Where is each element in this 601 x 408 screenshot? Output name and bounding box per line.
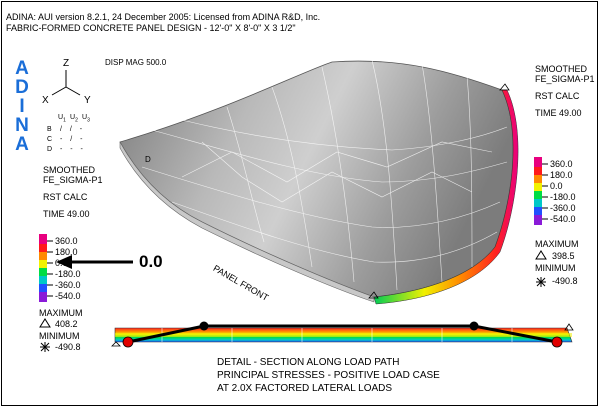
- right-maximum-value: 398.5: [552, 251, 575, 261]
- left-scale-label: 0.0: [55, 258, 68, 268]
- load-point: [469, 321, 479, 331]
- left-max-min-markers: [39, 318, 51, 352]
- load-point: [199, 321, 209, 331]
- model-max-marker: [368, 291, 379, 299]
- left-minimum-value: -490.8: [55, 342, 81, 352]
- right-maximum-label: MAXIMUM: [535, 239, 579, 249]
- left-scale-label: 180.0: [55, 247, 78, 257]
- right-scale-label: -180.0: [550, 192, 576, 202]
- bc-row-label: C: [47, 136, 53, 143]
- support-point: [551, 336, 563, 348]
- right-scale-label: 0.0: [550, 181, 563, 191]
- right-bar-ticks: [542, 163, 548, 220]
- axis-x-label: X: [42, 95, 49, 106]
- right-scale-label: 180.0: [550, 170, 573, 180]
- right-legend-title-1: SMOOTHED: [535, 64, 588, 74]
- right-legend-title-2: FE_SIGMA-P1: [535, 74, 595, 84]
- bc-row-marks: - / -: [60, 136, 86, 143]
- right-scale-label: -540.0: [550, 214, 576, 224]
- right-scale-label: -360.0: [550, 203, 576, 213]
- header-line-2: FABRIC-FORMED CONCRETE PANEL DESIGN - 12…: [6, 23, 296, 33]
- left-legend-title-2: FE_SIGMA-P1: [43, 175, 103, 185]
- left-maximum-value: 408.2: [55, 319, 78, 329]
- logo-letter: I: [19, 96, 25, 117]
- disp-mag-label: DISP MAG 500.0: [105, 58, 167, 67]
- right-max-min-markers: [535, 250, 547, 287]
- right-legend-calc: RST CALC: [535, 91, 580, 101]
- zero-arrow: [56, 255, 133, 269]
- bc-header-u1: U1: [58, 114, 66, 124]
- bc-row-marks: / / -: [60, 126, 86, 133]
- right-color-bar: [534, 157, 542, 225]
- logo-letter: N: [15, 115, 29, 136]
- right-minimum-value: -490.8: [552, 276, 578, 286]
- left-legend-title-1: SMOOTHED: [43, 165, 96, 175]
- left-minimum-label: MINIMUM: [39, 331, 80, 341]
- section-detail: [111, 321, 574, 348]
- left-legend-time: TIME 49.00: [43, 209, 90, 219]
- left-maximum-label: MAXIMUM: [39, 308, 83, 318]
- adina-logo: A D I N A: [11, 59, 33, 154]
- zero-arrow-label: 0.0: [139, 252, 163, 271]
- panel-mesh: [141, 59, 508, 291]
- caption-line-2: PRINCIPAL STRESSES - POSITIVE LOAD CASE: [217, 370, 440, 381]
- left-legend-calc: RST CALC: [43, 192, 88, 202]
- left-scale-label: -540.0: [55, 291, 81, 301]
- bc-row-marks: - - -: [60, 146, 86, 153]
- axis-triad: [51, 70, 81, 96]
- logo-letter: A: [15, 58, 29, 79]
- logo-letter: D: [15, 77, 29, 98]
- panel-surface: [119, 60, 514, 298]
- axis-z-label: Z: [63, 58, 70, 69]
- support-point: [122, 336, 134, 348]
- load-path-line: [127, 324, 558, 344]
- corner-d-label: D: [145, 155, 151, 164]
- caption-line-1: DETAIL - SECTION ALONG LOAD PATH: [217, 357, 400, 368]
- bc-row-label: B: [47, 126, 52, 133]
- panel-front-edge: [119, 141, 375, 303]
- left-bar-ticks: [47, 240, 53, 297]
- bc-header-u2: U2: [70, 114, 78, 124]
- bc-row-label: D: [47, 146, 53, 153]
- caption-line-3: AT 2.0X FACTORED LATERAL LOADS: [217, 383, 393, 394]
- left-scale-label: -360.0: [55, 280, 81, 290]
- left-scale-label: -180.0: [55, 269, 81, 279]
- header-line-1: ADINA: AUI version 8.2.1, 24 December 20…: [6, 12, 321, 22]
- left-scale-label: 360.0: [55, 236, 78, 246]
- right-legend-time: TIME 49.00: [535, 108, 582, 118]
- bc-header-u3: U3: [82, 114, 90, 124]
- left-color-bar: [39, 234, 47, 302]
- right-minimum-label: MINIMUM: [535, 263, 576, 273]
- right-scale-label: 360.0: [550, 159, 573, 169]
- model-corner-marker: [499, 83, 510, 91]
- logo-letter: A: [15, 134, 29, 155]
- axis-y-label: Y: [84, 95, 91, 106]
